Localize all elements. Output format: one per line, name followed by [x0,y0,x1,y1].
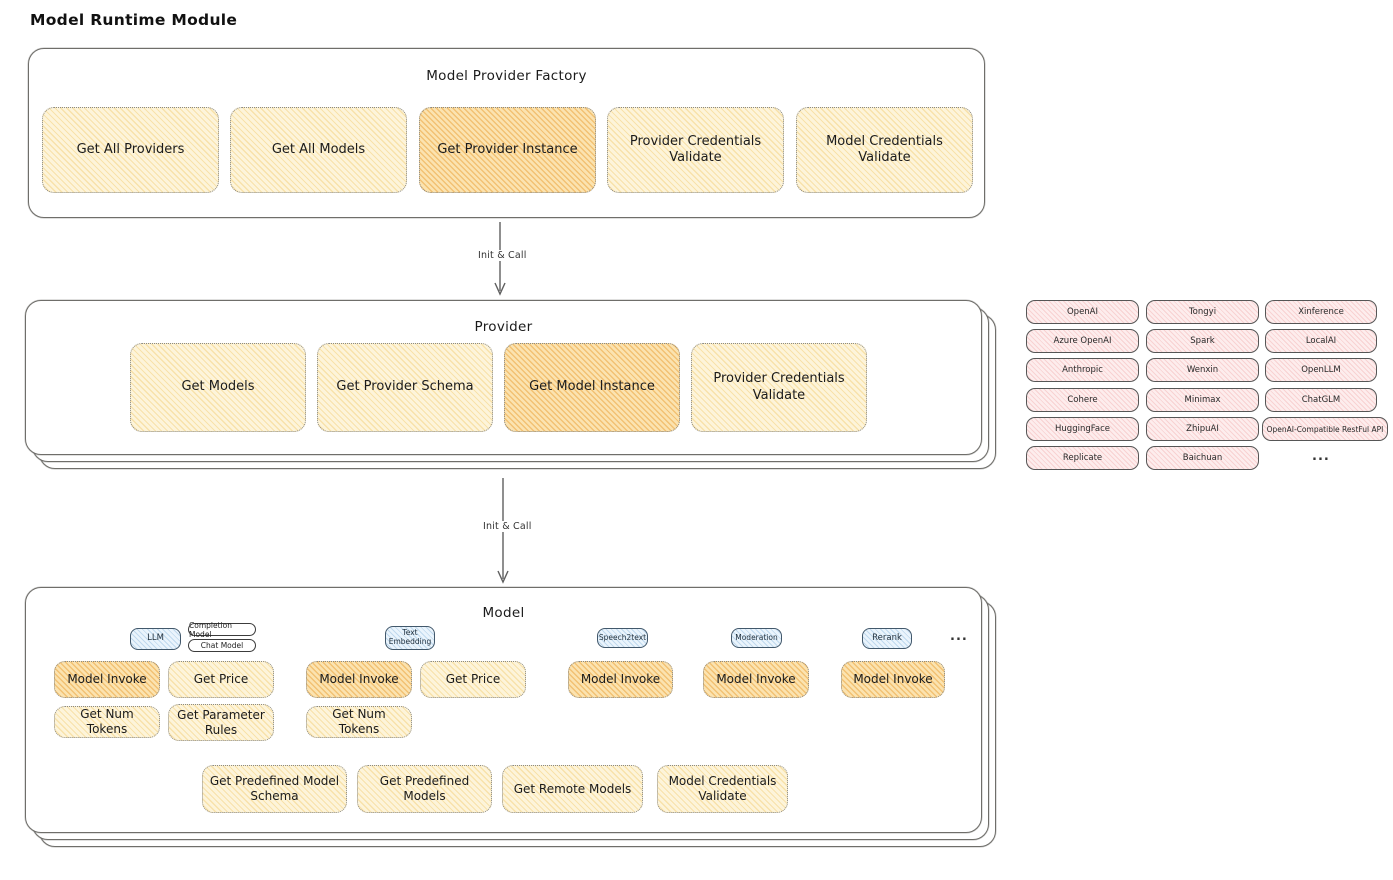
provider-chip-baichuan: Baichuan [1146,446,1259,470]
get-predefined-models-node: Get Predefined Models [357,765,492,813]
provider-title: Provider [474,319,533,335]
init-call-label-2: Init & Call [479,521,536,532]
model-invoke-node-llm: Model Invoke [54,661,160,698]
factory-title: Model Provider Factory [426,68,587,84]
get-remote-models-node: Get Remote Models [502,765,643,813]
page-title: Model Runtime Module [30,11,238,29]
model-credentials-validate-node-2: Model Credentials Validate [657,765,788,813]
provider-chip-chatglm: ChatGLM [1265,388,1377,412]
model-type-chip-speech2text: Speech2text [597,628,648,648]
model-types-more-ellipsis: ... [950,629,968,644]
providers-more-ellipsis: ... [1312,449,1330,464]
provider-chip-anthropic: Anthropic [1026,358,1139,382]
provider-chip-openai: OpenAI [1026,300,1139,324]
provider-chip-openllm: OpenLLM [1265,358,1377,382]
provider-credentials-validate-node: Provider Credentials Validate [607,107,784,193]
get-all-models-node: Get All Models [230,107,407,193]
provider-chip-huggingface: HuggingFace [1026,417,1139,441]
provider-chip-azure-openai: Azure OpenAI [1026,329,1139,353]
get-parameter-rules-node-llm: Get Parameter Rules [168,704,274,741]
model-type-chip-moderation: Moderation [731,628,782,648]
get-price-node-llm: Get Price [168,661,274,698]
provider-chip-replicate: Replicate [1026,446,1139,470]
model-invoke-node-speech2text: Model Invoke [568,661,673,698]
provider-chip-wenxin: Wenxin [1146,358,1259,382]
get-price-node-text-embedding: Get Price [420,661,526,698]
provider-chip-xinference: Xinference [1265,300,1377,324]
model-invoke-node-moderation: Model Invoke [703,661,809,698]
get-models-node: Get Models [130,343,306,432]
provider-chip-zhipuai: ZhipuAI [1146,417,1259,441]
provider-credentials-validate-node-2: Provider Credentials Validate [691,343,867,432]
model-title: Model [482,605,525,621]
get-provider-schema-node: Get Provider Schema [317,343,493,432]
provider-chip-spark: Spark [1146,329,1259,353]
provider-chip-openai-compatible-restful-api: OpenAI-Compatible RestFul API [1262,417,1388,441]
subtype-chip-chat-model: Chat Model [188,639,256,652]
get-model-instance-node: Get Model Instance [504,343,680,432]
provider-chip-cohere: Cohere [1026,388,1139,412]
model-invoke-node-rerank: Model Invoke [841,661,945,698]
model-credentials-validate-node: Model Credentials Validate [796,107,973,193]
model-type-chip-rerank: Rerank [862,628,912,649]
provider-chip-minimax: Minimax [1146,388,1259,412]
get-num-tokens-node-text-embedding: Get Num Tokens [306,706,412,738]
subtype-chip-completion-model: Completion Model [188,621,256,639]
get-predefined-model-schema-node: Get Predefined Model Schema [202,765,347,813]
model-type-chip-llm: LLM [130,628,181,650]
arrow-down-icon [497,478,509,584]
init-call-label-1: Init & Call [474,250,531,261]
provider-chip-localai: LocalAI [1265,329,1377,353]
get-num-tokens-node-llm: Get Num Tokens [54,706,160,738]
get-all-providers-node: Get All Providers [42,107,219,193]
get-provider-instance-node: Get Provider Instance [419,107,596,193]
model-type-chip-text-embedding: Text Embedding [385,626,435,650]
provider-chip-tongyi: Tongyi [1146,300,1259,324]
model-invoke-node-text-embedding: Model Invoke [306,661,412,698]
